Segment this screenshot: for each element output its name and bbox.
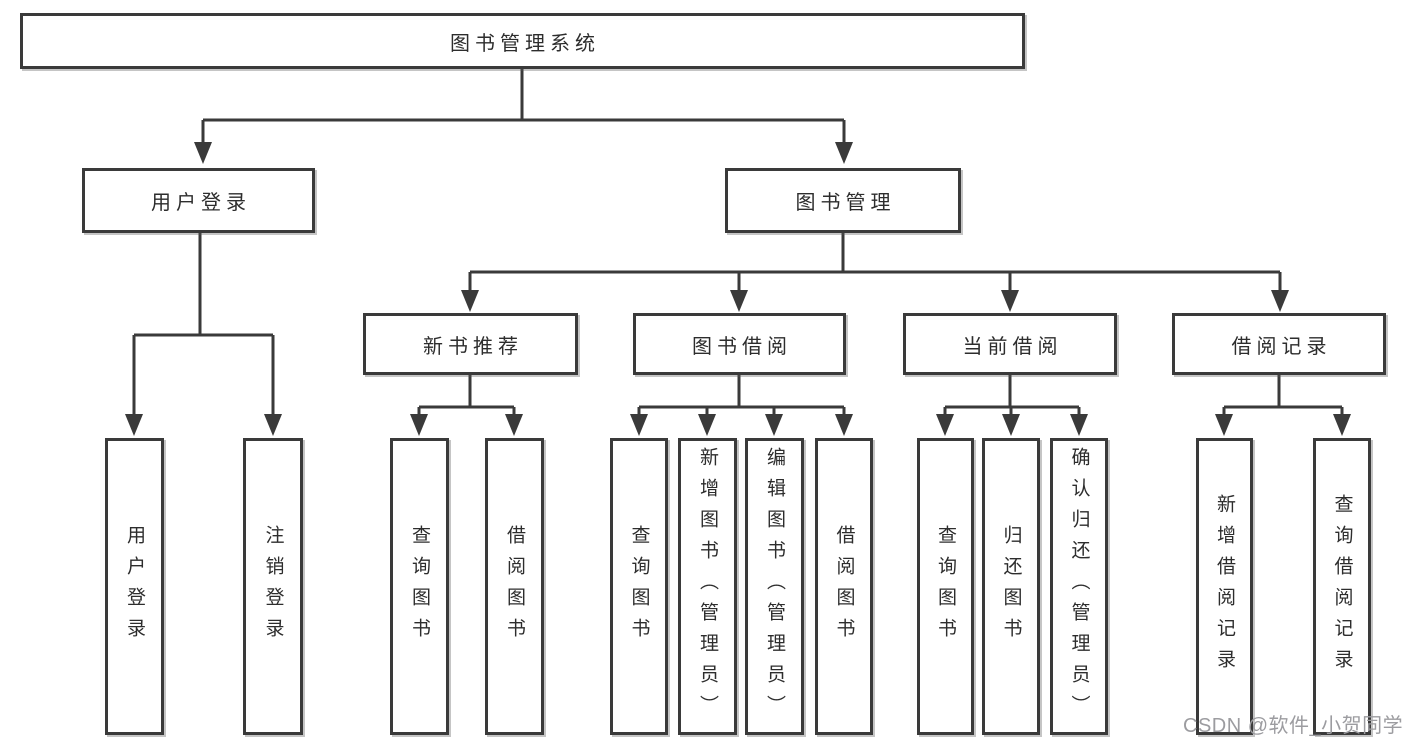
node-book-borrowing: 图书借阅 bbox=[633, 313, 846, 375]
arrowhead-leaf-add-book bbox=[698, 414, 716, 436]
arrowhead-new-book bbox=[461, 290, 479, 312]
leaf-query-books-recommend: 查询图书 bbox=[390, 438, 449, 735]
leaf-logout: 注销登录 bbox=[243, 438, 303, 735]
csdn-watermark: CSDN @软件_小贺同学 bbox=[1183, 715, 1404, 737]
arrowhead-leaf-return-book bbox=[1002, 414, 1020, 436]
connector-current-borrow bbox=[943, 375, 1081, 416]
connector-root bbox=[201, 68, 846, 144]
node-book-management: 图书管理 bbox=[725, 168, 961, 233]
arrowhead-leaf-borrow-books-2 bbox=[835, 414, 853, 436]
leaf-add-borrow-record: 新增借阅记录 bbox=[1196, 438, 1253, 735]
arrowhead-user-login bbox=[194, 142, 212, 164]
leaf-edit-book-admin: 编辑图书（管理员） bbox=[745, 438, 804, 735]
node-user-login: 用户登录 bbox=[82, 168, 315, 233]
arrowhead-leaf-query-books-3 bbox=[936, 414, 954, 436]
leaf-return-book-label: 归还图书 bbox=[1000, 524, 1022, 649]
leaf-query-books-borrow: 查询图书 bbox=[610, 438, 668, 735]
arrowhead-leaf-add-record bbox=[1215, 414, 1233, 436]
arrowhead-book-mgmt bbox=[835, 142, 853, 164]
arrowhead-book-borrow bbox=[730, 290, 748, 312]
leaf-borrow-books-borrow-label: 借阅图书 bbox=[833, 524, 855, 649]
leaf-borrow-books-recommend-label: 借阅图书 bbox=[504, 524, 525, 649]
leaf-confirm-return-admin-label: 确认归还（管理员） bbox=[1068, 447, 1090, 726]
leaf-add-book-admin: 新增图书（管理员） bbox=[678, 438, 737, 735]
arrowhead-leaf-logout bbox=[264, 414, 282, 436]
leaf-query-borrow-record: 查询借阅记录 bbox=[1313, 438, 1371, 735]
connector-borrow-records bbox=[1222, 375, 1344, 416]
leaf-logout-label: 注销登录 bbox=[262, 524, 284, 649]
arrowhead-leaf-edit-book bbox=[765, 414, 783, 436]
leaf-add-book-admin-label: 新增图书（管理员） bbox=[697, 447, 718, 726]
node-new-book-recommend: 新书推荐 bbox=[363, 313, 578, 375]
connector-book-mgmt bbox=[468, 233, 1282, 292]
leaf-borrow-books-recommend: 借阅图书 bbox=[485, 438, 544, 735]
leaf-query-books-current: 查询图书 bbox=[917, 438, 974, 735]
leaf-user-login-label: 用户登录 bbox=[124, 524, 145, 649]
leaf-query-books-recommend-label: 查询图书 bbox=[409, 524, 430, 649]
arrowhead-leaf-confirm-return bbox=[1070, 414, 1088, 436]
node-root-system: 图书管理系统 bbox=[20, 13, 1025, 69]
leaf-query-books-borrow-label: 查询图书 bbox=[628, 524, 650, 649]
leaf-confirm-return-admin: 确认归还（管理员） bbox=[1050, 438, 1108, 735]
arrowhead-leaf-query-books-2 bbox=[630, 414, 648, 436]
leaf-query-books-current-label: 查询图书 bbox=[935, 524, 956, 649]
arrowhead-current-borrow bbox=[1001, 290, 1019, 312]
leaf-edit-book-admin-label: 编辑图书（管理员） bbox=[764, 447, 785, 726]
leaf-user-login: 用户登录 bbox=[105, 438, 164, 735]
node-borrowing-records: 借阅记录 bbox=[1172, 313, 1386, 375]
leaf-add-borrow-record-label: 新增借阅记录 bbox=[1214, 493, 1235, 680]
connector-new-book bbox=[417, 375, 516, 416]
connector-user-login bbox=[132, 233, 275, 416]
arrowhead-borrow-records bbox=[1271, 290, 1289, 312]
arrowhead-leaf-query-books-1 bbox=[410, 414, 428, 436]
node-current-borrowing: 当前借阅 bbox=[903, 313, 1117, 375]
arrowhead-leaf-query-record bbox=[1333, 414, 1351, 436]
arrowhead-leaf-borrow-books-1 bbox=[505, 414, 523, 436]
leaf-return-book: 归还图书 bbox=[982, 438, 1040, 735]
arrowhead-leaf-user-login bbox=[125, 414, 143, 436]
leaf-query-borrow-record-label: 查询借阅记录 bbox=[1331, 493, 1353, 680]
leaf-borrow-books-borrow: 借阅图书 bbox=[815, 438, 873, 735]
connector-book-borrow bbox=[637, 375, 846, 416]
